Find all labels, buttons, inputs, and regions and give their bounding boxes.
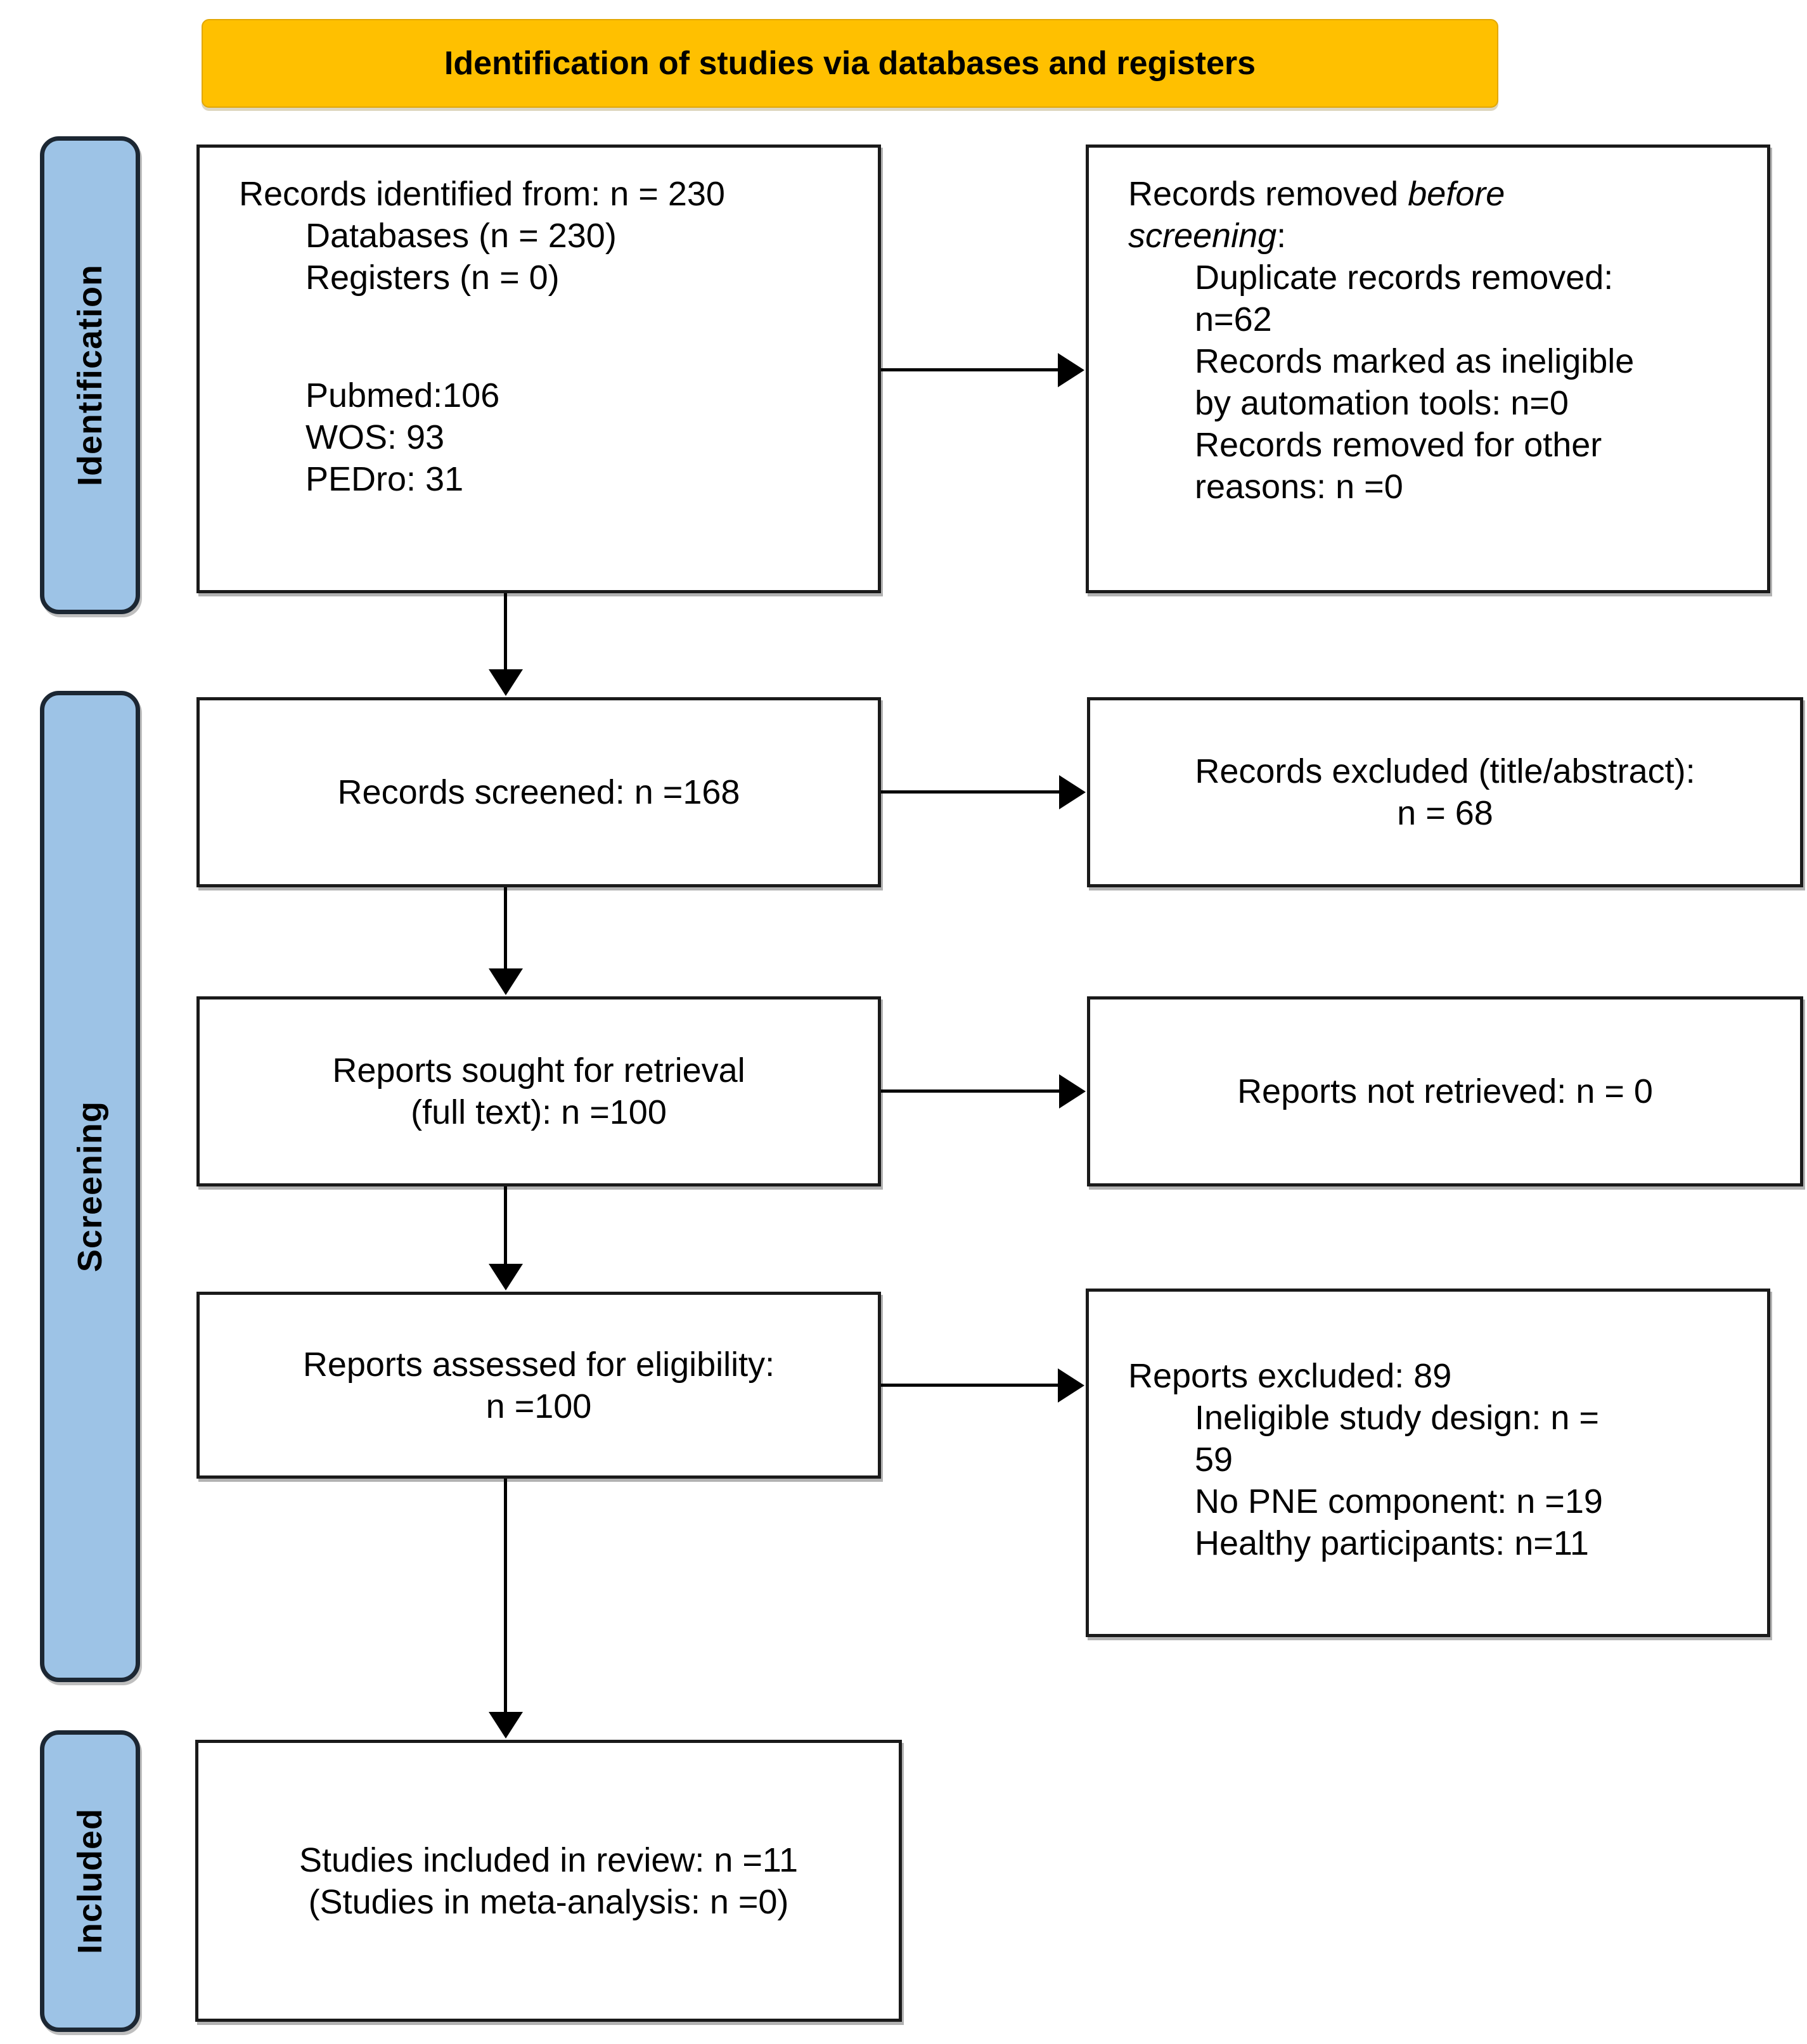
stage-label-identification-text: Identification — [71, 264, 109, 486]
box-line: n=62 — [1195, 300, 1272, 338]
box-line: No PNE component: n =19 — [1195, 1482, 1603, 1520]
arrowhead-right-icon — [1058, 352, 1084, 387]
box-line: Records removed before — [1128, 175, 1505, 213]
arrowhead-down-icon — [488, 669, 523, 696]
box-line: n = 68 — [1397, 794, 1493, 832]
stage-label-included: Included — [40, 1730, 140, 2032]
box-line: Records screened: n =168 — [337, 773, 740, 811]
stage-label-screening-text: Screening — [71, 1100, 109, 1273]
box-line: Records identified from: n = 230 — [239, 175, 725, 213]
arrowhead-right-icon — [1059, 775, 1086, 809]
arrow-screened-to-excluded — [881, 775, 1086, 809]
box-studies-included: Studies included in review: n =11 (Studi… — [195, 1740, 902, 2022]
arrow-sought-to-not-retrieved — [881, 1074, 1086, 1109]
box-line: Ineligible study design: n = — [1195, 1399, 1599, 1437]
box-line: Records excluded (title/abstract): — [1195, 752, 1695, 790]
banner-identification-via-databases: Identification of studies via databases … — [202, 19, 1498, 108]
arrowhead-down-icon — [488, 968, 523, 995]
box-line: Reports not retrieved: n = 0 — [1237, 1072, 1653, 1110]
box-line: by automation tools: n=0 — [1195, 384, 1569, 422]
arrowhead-down-icon — [488, 1264, 523, 1290]
stage-label-identification: Identification — [40, 136, 140, 614]
box-line: PEDro: 31 — [305, 460, 464, 498]
box-line: (full text): n =100 — [411, 1093, 667, 1131]
box-records-excluded-title-abstract: Records excluded (title/abstract): n = 6… — [1087, 697, 1803, 887]
box-line: Pubmed:106 — [305, 376, 500, 415]
box-line: WOS: 93 — [305, 418, 445, 456]
arrow-sought-to-assessed — [488, 1186, 523, 1290]
stage-label-screening: Screening — [40, 691, 140, 1682]
banner-label: Identification of studies via databases … — [444, 45, 1256, 82]
arrowhead-down-icon — [488, 1712, 523, 1739]
arrow-assessed-to-included — [488, 1479, 523, 1739]
box-line: (Studies in meta-analysis: n =0) — [308, 1882, 789, 1921]
box-reports-assessed: Reports assessed for eligibility: n =100 — [196, 1292, 881, 1479]
box-line: Studies included in review: n =11 — [299, 1841, 798, 1879]
box-line: reasons: n =0 — [1195, 468, 1403, 506]
arrow-assessed-to-reports-excluded — [881, 1368, 1084, 1403]
box-records-removed-before-screening: Records removed before screening: Duplic… — [1086, 145, 1770, 593]
arrowhead-right-icon — [1059, 1074, 1086, 1109]
box-line: Reports excluded: 89 — [1128, 1357, 1452, 1395]
arrow-screened-to-sought — [488, 887, 523, 995]
arrowhead-right-icon — [1058, 1368, 1084, 1403]
box-line: Databases (n = 230) — [305, 217, 617, 255]
box-records-identified: Records identified from: n = 230 Databas… — [196, 145, 881, 593]
box-line: Records marked as ineligible — [1195, 342, 1635, 380]
box-reports-excluded: Reports excluded: 89 Ineligible study de… — [1086, 1289, 1770, 1637]
box-line: Reports sought for retrieval — [332, 1051, 745, 1089]
box-line: Records removed for other — [1195, 426, 1602, 464]
box-records-screened: Records screened: n =168 — [196, 697, 881, 887]
arrow-identified-to-removed — [881, 352, 1084, 387]
arrow-identified-to-screened — [488, 593, 523, 696]
box-line: Duplicate records removed: — [1195, 259, 1614, 297]
box-line: n =100 — [486, 1387, 592, 1425]
box-line: Healthy participants: n=11 — [1195, 1524, 1589, 1562]
box-line: Registers (n = 0) — [305, 259, 560, 297]
box-line-spacer — [239, 299, 859, 375]
box-line: 59 — [1195, 1441, 1233, 1479]
box-reports-sought: Reports sought for retrieval (full text)… — [196, 996, 881, 1186]
box-reports-not-retrieved: Reports not retrieved: n = 0 — [1087, 996, 1803, 1186]
stage-label-included-text: Included — [71, 1808, 109, 1954]
box-line: screening: — [1128, 217, 1287, 255]
box-line: Reports assessed for eligibility: — [302, 1345, 775, 1384]
